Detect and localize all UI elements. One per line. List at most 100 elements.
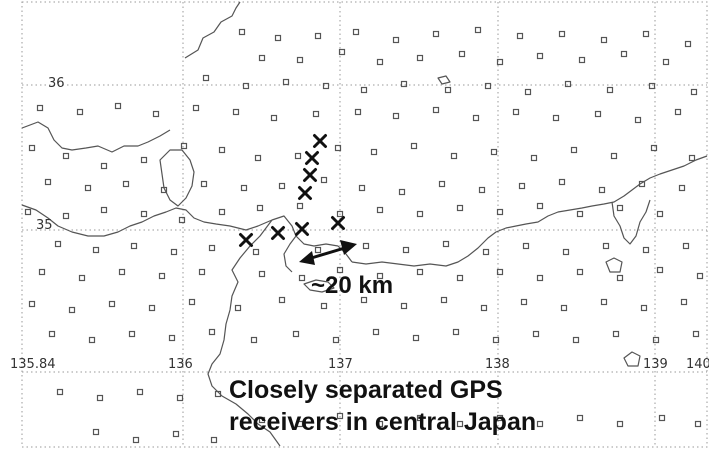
gps-station-marker — [38, 268, 46, 276]
gps-station-marker — [416, 210, 424, 218]
gps-station-marker — [338, 48, 346, 56]
gps-station-marker — [172, 430, 180, 438]
gps-station-marker — [656, 210, 664, 218]
coastline-kii — [207, 219, 281, 447]
gps-station-marker — [536, 52, 544, 60]
gps-station-marker — [200, 180, 208, 188]
gps-station-marker — [376, 206, 384, 214]
gps-station-marker — [218, 208, 226, 216]
gps-station-marker — [640, 304, 648, 312]
gps-station-marker — [312, 110, 320, 118]
coastline-bay-inner — [271, 215, 297, 273]
receiver-cross-marker — [298, 186, 312, 200]
lon-label-135-84: 135.84 — [10, 357, 56, 372]
gps-station-marker — [572, 336, 580, 344]
gps-station-marker — [360, 296, 368, 304]
gps-station-marker — [232, 108, 240, 116]
gps-station-marker — [76, 108, 84, 116]
gps-station-marker — [256, 204, 264, 212]
gps-station-marker — [210, 436, 218, 444]
scale-arrow-shaft — [307, 245, 349, 261]
gps-station-marker — [298, 274, 306, 282]
gps-station-marker — [400, 80, 408, 88]
gps-station-marker — [168, 334, 176, 342]
gps-station-marker — [258, 416, 266, 424]
gps-station-marker — [24, 208, 32, 216]
scale-arrow-head-left — [299, 251, 315, 265]
gps-station-marker — [180, 142, 188, 150]
lon-label-138: 138 — [485, 357, 510, 372]
gps-station-marker — [240, 184, 248, 192]
gps-station-marker — [570, 146, 578, 154]
gps-station-marker — [320, 302, 328, 310]
gps-station-marker — [648, 82, 656, 90]
gps-station-marker — [92, 428, 100, 436]
gps-station-marker — [558, 30, 566, 38]
coastline-biwa — [159, 149, 195, 207]
gps-station-marker — [692, 330, 700, 338]
gps-station-marker — [48, 330, 56, 338]
gps-station-marker — [140, 210, 148, 218]
coastline-island-atsumi — [303, 279, 335, 293]
gps-station-marker — [578, 56, 586, 64]
gps-station-marker — [410, 142, 418, 150]
gps-station-marker — [160, 186, 168, 194]
lat-label-36: 36 — [48, 76, 65, 91]
gps-station-marker — [456, 204, 464, 212]
gps-station-marker — [100, 206, 108, 214]
gps-station-marker — [416, 268, 424, 276]
scale-arrow — [299, 240, 357, 265]
gps-station-marker — [314, 32, 322, 40]
gps-station-marker — [176, 394, 184, 402]
gps-station-marker — [332, 336, 340, 344]
gps-station-marker — [198, 268, 206, 276]
gps-station-marker — [170, 248, 178, 256]
gps-station-marker — [610, 152, 618, 160]
gps-station-marker — [178, 216, 186, 224]
gps-station-marker — [478, 186, 486, 194]
gps-station-marker — [258, 54, 266, 62]
gps-station-marker — [250, 336, 258, 344]
gps-station-marker — [688, 154, 696, 162]
gps-station-marker — [642, 30, 650, 38]
gps-station-marker — [158, 272, 166, 280]
gps-station-marker — [274, 34, 282, 42]
gps-station-marker — [278, 182, 286, 190]
gps-station-marker — [656, 266, 664, 274]
gps-station-marker — [218, 146, 226, 154]
lat-label-35: 35 — [36, 218, 53, 233]
lon-label-137: 137 — [328, 357, 353, 372]
gps-station-marker — [334, 144, 342, 152]
caption-line-1: Closely separated GPS — [229, 376, 503, 404]
gps-station-marker — [88, 336, 96, 344]
gps-station-marker — [522, 242, 530, 250]
gps-station-marker — [694, 420, 702, 428]
gps-station-marker — [62, 212, 70, 220]
longitude-labels: 135.84 136 137 138 139 140 — [10, 357, 709, 372]
gps-station-marker — [472, 114, 480, 122]
coastline-north — [184, 1, 241, 59]
gps-station-marker — [208, 328, 216, 336]
gps-station-marker — [682, 242, 690, 250]
gps-station-marker — [352, 28, 360, 36]
gps-station-marker — [292, 330, 300, 338]
coastline-chita — [295, 235, 353, 263]
selected-receivers — [239, 134, 345, 247]
map-caption: Closely separated GPS receivers in centr… — [229, 374, 536, 438]
gps-station-marker — [28, 144, 36, 152]
gps-stations — [24, 26, 704, 444]
gps-station-marker — [598, 186, 606, 194]
gps-station-marker — [536, 202, 544, 210]
gps-station-marker — [612, 330, 620, 338]
gps-station-marker — [444, 86, 452, 94]
scale-arrow-head-right — [340, 240, 357, 255]
gps-station-marker — [62, 152, 70, 160]
gps-station-marker — [400, 302, 408, 310]
gps-station-marker — [516, 32, 524, 40]
lon-label-139: 139 — [643, 357, 668, 372]
gps-station-marker — [28, 300, 36, 308]
gps-station-marker — [234, 304, 242, 312]
gps-station-marker — [336, 210, 344, 218]
gps-station-marker — [192, 104, 200, 112]
gps-station-marker — [456, 274, 464, 282]
